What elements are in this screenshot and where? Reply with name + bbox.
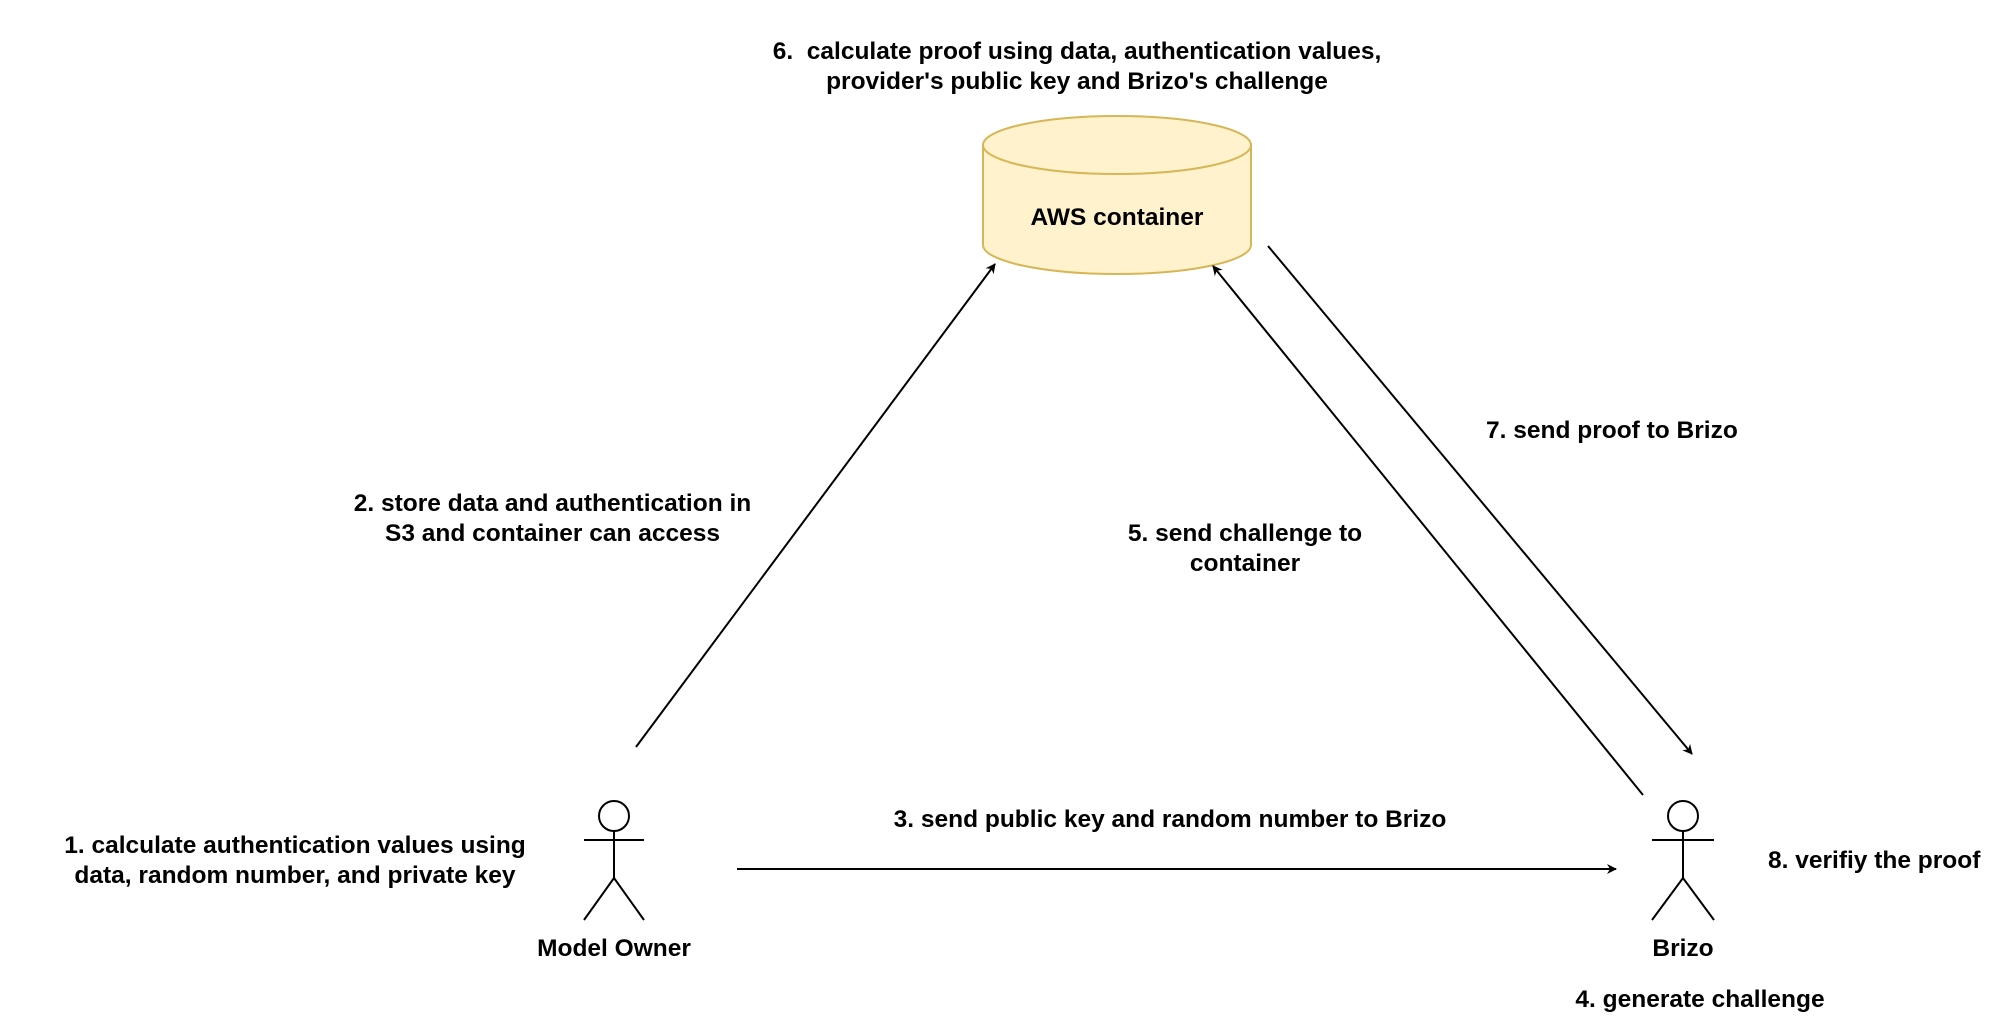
aws-container-cylinder <box>982 115 1252 275</box>
step-2-label: 2. store data and authentication in S3 a… <box>353 490 752 547</box>
step-1-label: 1. calculate authentication values using… <box>64 832 526 889</box>
aws-container-label: AWS container <box>1030 204 1204 231</box>
step-8-label: 8. verifiy the proof <box>1768 847 1981 874</box>
arrow-owner-to-container <box>635 263 996 748</box>
arrow-brizo-to-container <box>1212 265 1644 796</box>
step-3-label: 3. send public key and random number to … <box>893 806 1447 833</box>
step-5-label: 5. send challenge to container <box>1127 520 1363 577</box>
step-6-label: 6. calculate proof using data, authentic… <box>772 38 1382 95</box>
model-owner-actor-icon <box>583 800 645 921</box>
arrow-container-to-brizo <box>1267 245 1693 755</box>
brizo-actor-icon <box>1651 800 1715 921</box>
brizo-label: Brizo <box>1652 935 1714 962</box>
step-4-label: 4. generate challenge <box>1575 986 1825 1013</box>
step-7-label: 7. send proof to Brizo <box>1486 417 1738 444</box>
model-owner-label: Model Owner <box>537 935 691 962</box>
